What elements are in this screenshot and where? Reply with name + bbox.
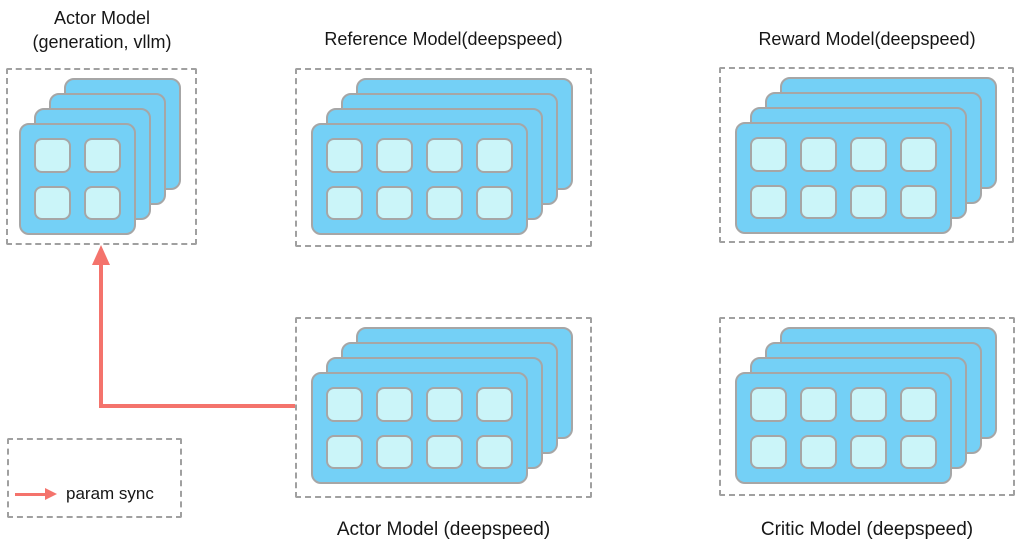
reference-model-gpu-stack <box>311 78 573 235</box>
critic-model-label: Critic Model (deepspeed) <box>760 519 974 540</box>
gpu-grid <box>326 138 513 220</box>
param-sync-arrowhead-icon <box>92 245 110 265</box>
param-sync-arrow-icon <box>15 488 57 500</box>
gpu-square <box>326 185 363 220</box>
reference-model-title: Reference Model(deepspeed) <box>324 29 563 49</box>
gpu-square <box>900 184 937 219</box>
actor-deepspeed-box <box>295 317 592 498</box>
gpu-card-front <box>735 122 952 234</box>
gpu-square <box>326 387 363 422</box>
gpu-square <box>750 137 787 172</box>
gpu-square <box>476 434 513 469</box>
gpu-square <box>850 184 887 219</box>
gpu-card-front <box>311 123 528 235</box>
gpu-square <box>376 185 413 220</box>
actor-deepspeed-label: Actor Model (deepspeed) <box>336 519 551 540</box>
legend-row: param sync <box>15 484 154 504</box>
gpu-square <box>800 137 837 172</box>
gpu-square <box>426 138 463 173</box>
gpu-grid <box>34 138 121 220</box>
critic-model-gpu-stack <box>735 327 997 484</box>
actor-vllm-title-line2: (generation, vllm) <box>32 32 172 52</box>
gpu-grid <box>326 387 513 469</box>
gpu-grid <box>750 137 937 219</box>
gpu-square <box>476 138 513 173</box>
critic-model-box <box>719 317 1015 496</box>
gpu-square <box>900 137 937 172</box>
gpu-square <box>426 185 463 220</box>
gpu-square <box>326 434 363 469</box>
gpu-square <box>800 434 837 469</box>
reference-model-box <box>295 68 592 247</box>
gpu-square <box>426 434 463 469</box>
gpu-square <box>800 387 837 422</box>
gpu-square <box>476 185 513 220</box>
reward-model-box <box>719 67 1014 243</box>
gpu-square <box>34 185 71 220</box>
actor-vllm-gpu-stack <box>19 78 181 235</box>
legend-box: param sync <box>7 438 182 518</box>
gpu-square <box>376 387 413 422</box>
gpu-card-front <box>735 372 952 484</box>
gpu-square <box>800 184 837 219</box>
reward-model-title: Reward Model(deepspeed) <box>758 29 976 49</box>
param-sync-arrow-horizontal-segment <box>99 404 295 408</box>
gpu-square <box>84 138 121 173</box>
gpu-card-front <box>19 123 136 235</box>
gpu-square <box>426 387 463 422</box>
actor-vllm-title-line1: Actor Model <box>53 8 151 28</box>
reward-model-gpu-stack <box>735 77 997 234</box>
gpu-card-front <box>311 372 528 484</box>
gpu-square <box>900 387 937 422</box>
gpu-square <box>850 434 887 469</box>
gpu-square <box>34 138 71 173</box>
actor-vllm-box <box>6 68 197 245</box>
gpu-square <box>850 387 887 422</box>
legend-label: param sync <box>66 484 154 503</box>
legend-arrowhead-icon <box>45 488 57 500</box>
gpu-square <box>84 185 121 220</box>
actor-deepspeed-gpu-stack <box>311 327 573 484</box>
gpu-square <box>376 138 413 173</box>
gpu-square <box>750 434 787 469</box>
gpu-grid <box>750 387 937 469</box>
gpu-square <box>850 137 887 172</box>
gpu-square <box>750 184 787 219</box>
actor-vllm-title: Actor Model (generation, vllm) <box>0 6 204 54</box>
gpu-square <box>476 387 513 422</box>
gpu-square <box>376 434 413 469</box>
param-sync-arrow-vertical-segment <box>99 262 103 408</box>
gpu-square <box>750 387 787 422</box>
legend-arrow-shaft <box>15 493 47 496</box>
gpu-square <box>900 434 937 469</box>
gpu-square <box>326 138 363 173</box>
